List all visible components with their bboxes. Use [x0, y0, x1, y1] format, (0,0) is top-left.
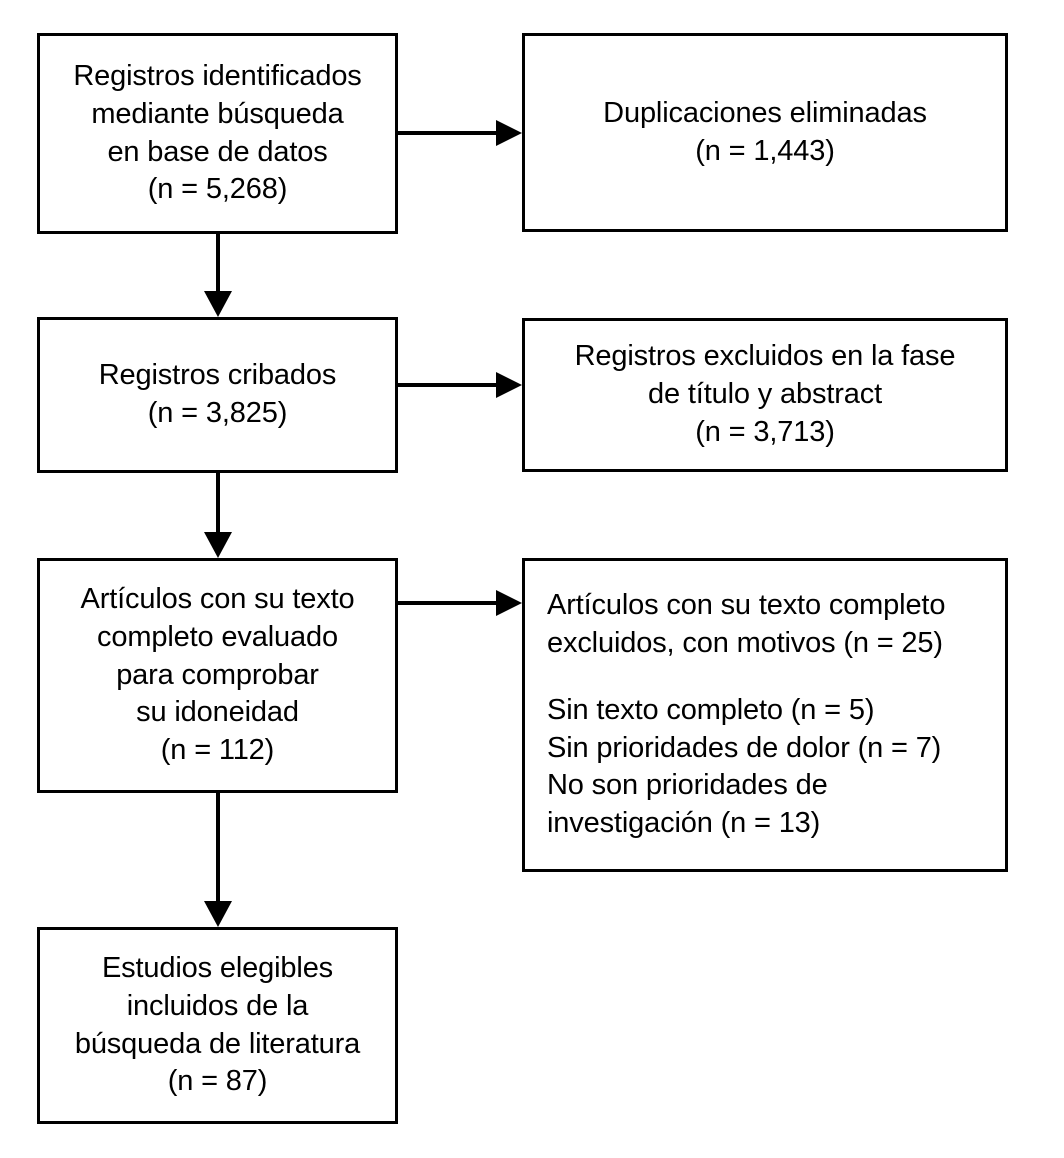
records-screened-box: Registros cribados (n = 3,825) [37, 317, 398, 473]
duplicates-removed-line-1: Duplicaciones eliminadas [603, 96, 927, 129]
full-text-excluded-line-1: Artículos con su texto completo [547, 589, 946, 622]
full-text-assessed-box: Artículos con su texto completo evaluado… [37, 558, 398, 793]
full-text-excluded-reason-1: Sin texto completo (n = 5) [547, 693, 875, 726]
studies-included-line-3: búsqueda de literatura [74, 1027, 361, 1060]
duplicates-removed-box: Duplicaciones eliminadas (n = 1,443) [522, 33, 1008, 232]
arrow-head-right-icon [496, 372, 522, 398]
arrow-shaft [398, 131, 496, 135]
full-text-excluded-reason-3a: No son prioridades de [547, 769, 828, 802]
arrow-shaft [216, 234, 220, 291]
records-screened-line-1: Registros cribados [98, 359, 337, 392]
records-identified-count: (n = 5,268) [147, 173, 288, 206]
records-identified-line-3: en base de datos [107, 135, 328, 168]
studies-included-line-1: Estudios elegibles [101, 952, 334, 985]
studies-included-line-2: incluidos de la [126, 989, 309, 1022]
full-text-assessed-line-2: completo evaluado [97, 620, 338, 653]
full-text-excluded-reason-3b: investigación (n = 13) [547, 806, 821, 839]
arrow-right-screened-to-excluded [398, 372, 522, 398]
full-text-assessed-line-1: Artículos con su texto [80, 583, 355, 616]
records-identified-line-1: Registros identificados [73, 60, 362, 93]
arrow-head-right-icon [496, 590, 522, 616]
arrow-shaft [398, 601, 496, 605]
full-text-excluded-box: Artículos con su texto completo excluido… [522, 558, 1008, 872]
duplicates-removed-count: (n = 1,443) [695, 134, 835, 167]
records-screened-count: (n = 3,825) [147, 397, 288, 429]
arrow-shaft [216, 473, 220, 532]
full-text-assessed-line-4: su idoneidad [136, 696, 299, 729]
records-identified-line-2: mediante búsqueda [91, 97, 344, 130]
full-text-assessed-count: (n = 112) [160, 734, 275, 767]
records-identified-box: Registros identificados mediante búsqued… [37, 33, 398, 234]
full-text-excluded-count: excluidos, con motivos (n = 25) [547, 627, 943, 660]
arrow-down-fulltext-to-included [204, 793, 232, 927]
records-excluded-line-2: de título y abstract [648, 378, 882, 411]
records-excluded-line-1: Registros excluidos en la fase [574, 340, 956, 373]
studies-included-count: (n = 87) [167, 1065, 268, 1098]
arrow-shaft [398, 383, 496, 387]
arrow-down-identified-to-screened [204, 234, 232, 317]
arrow-head-down-icon [204, 532, 232, 558]
arrow-right-fulltext-to-excluded [398, 590, 522, 616]
arrow-right-identified-to-duplicates [398, 120, 522, 146]
records-excluded-title-abstract-box: Registros excluidos en la fase de título… [522, 318, 1008, 472]
arrow-down-screened-to-fulltext [204, 473, 232, 558]
arrow-head-down-icon [204, 291, 232, 317]
full-text-assessed-line-3: para comprobar [116, 658, 319, 691]
full-text-excluded-reason-2: Sin prioridades de dolor (n = 7) [547, 731, 942, 764]
arrow-head-down-icon [204, 901, 232, 927]
arrow-head-right-icon [496, 120, 522, 146]
studies-included-box: Estudios elegibles incluidos de la búsqu… [37, 927, 398, 1124]
records-excluded-count: (n = 3,713) [695, 415, 835, 448]
arrow-shaft [216, 793, 220, 901]
